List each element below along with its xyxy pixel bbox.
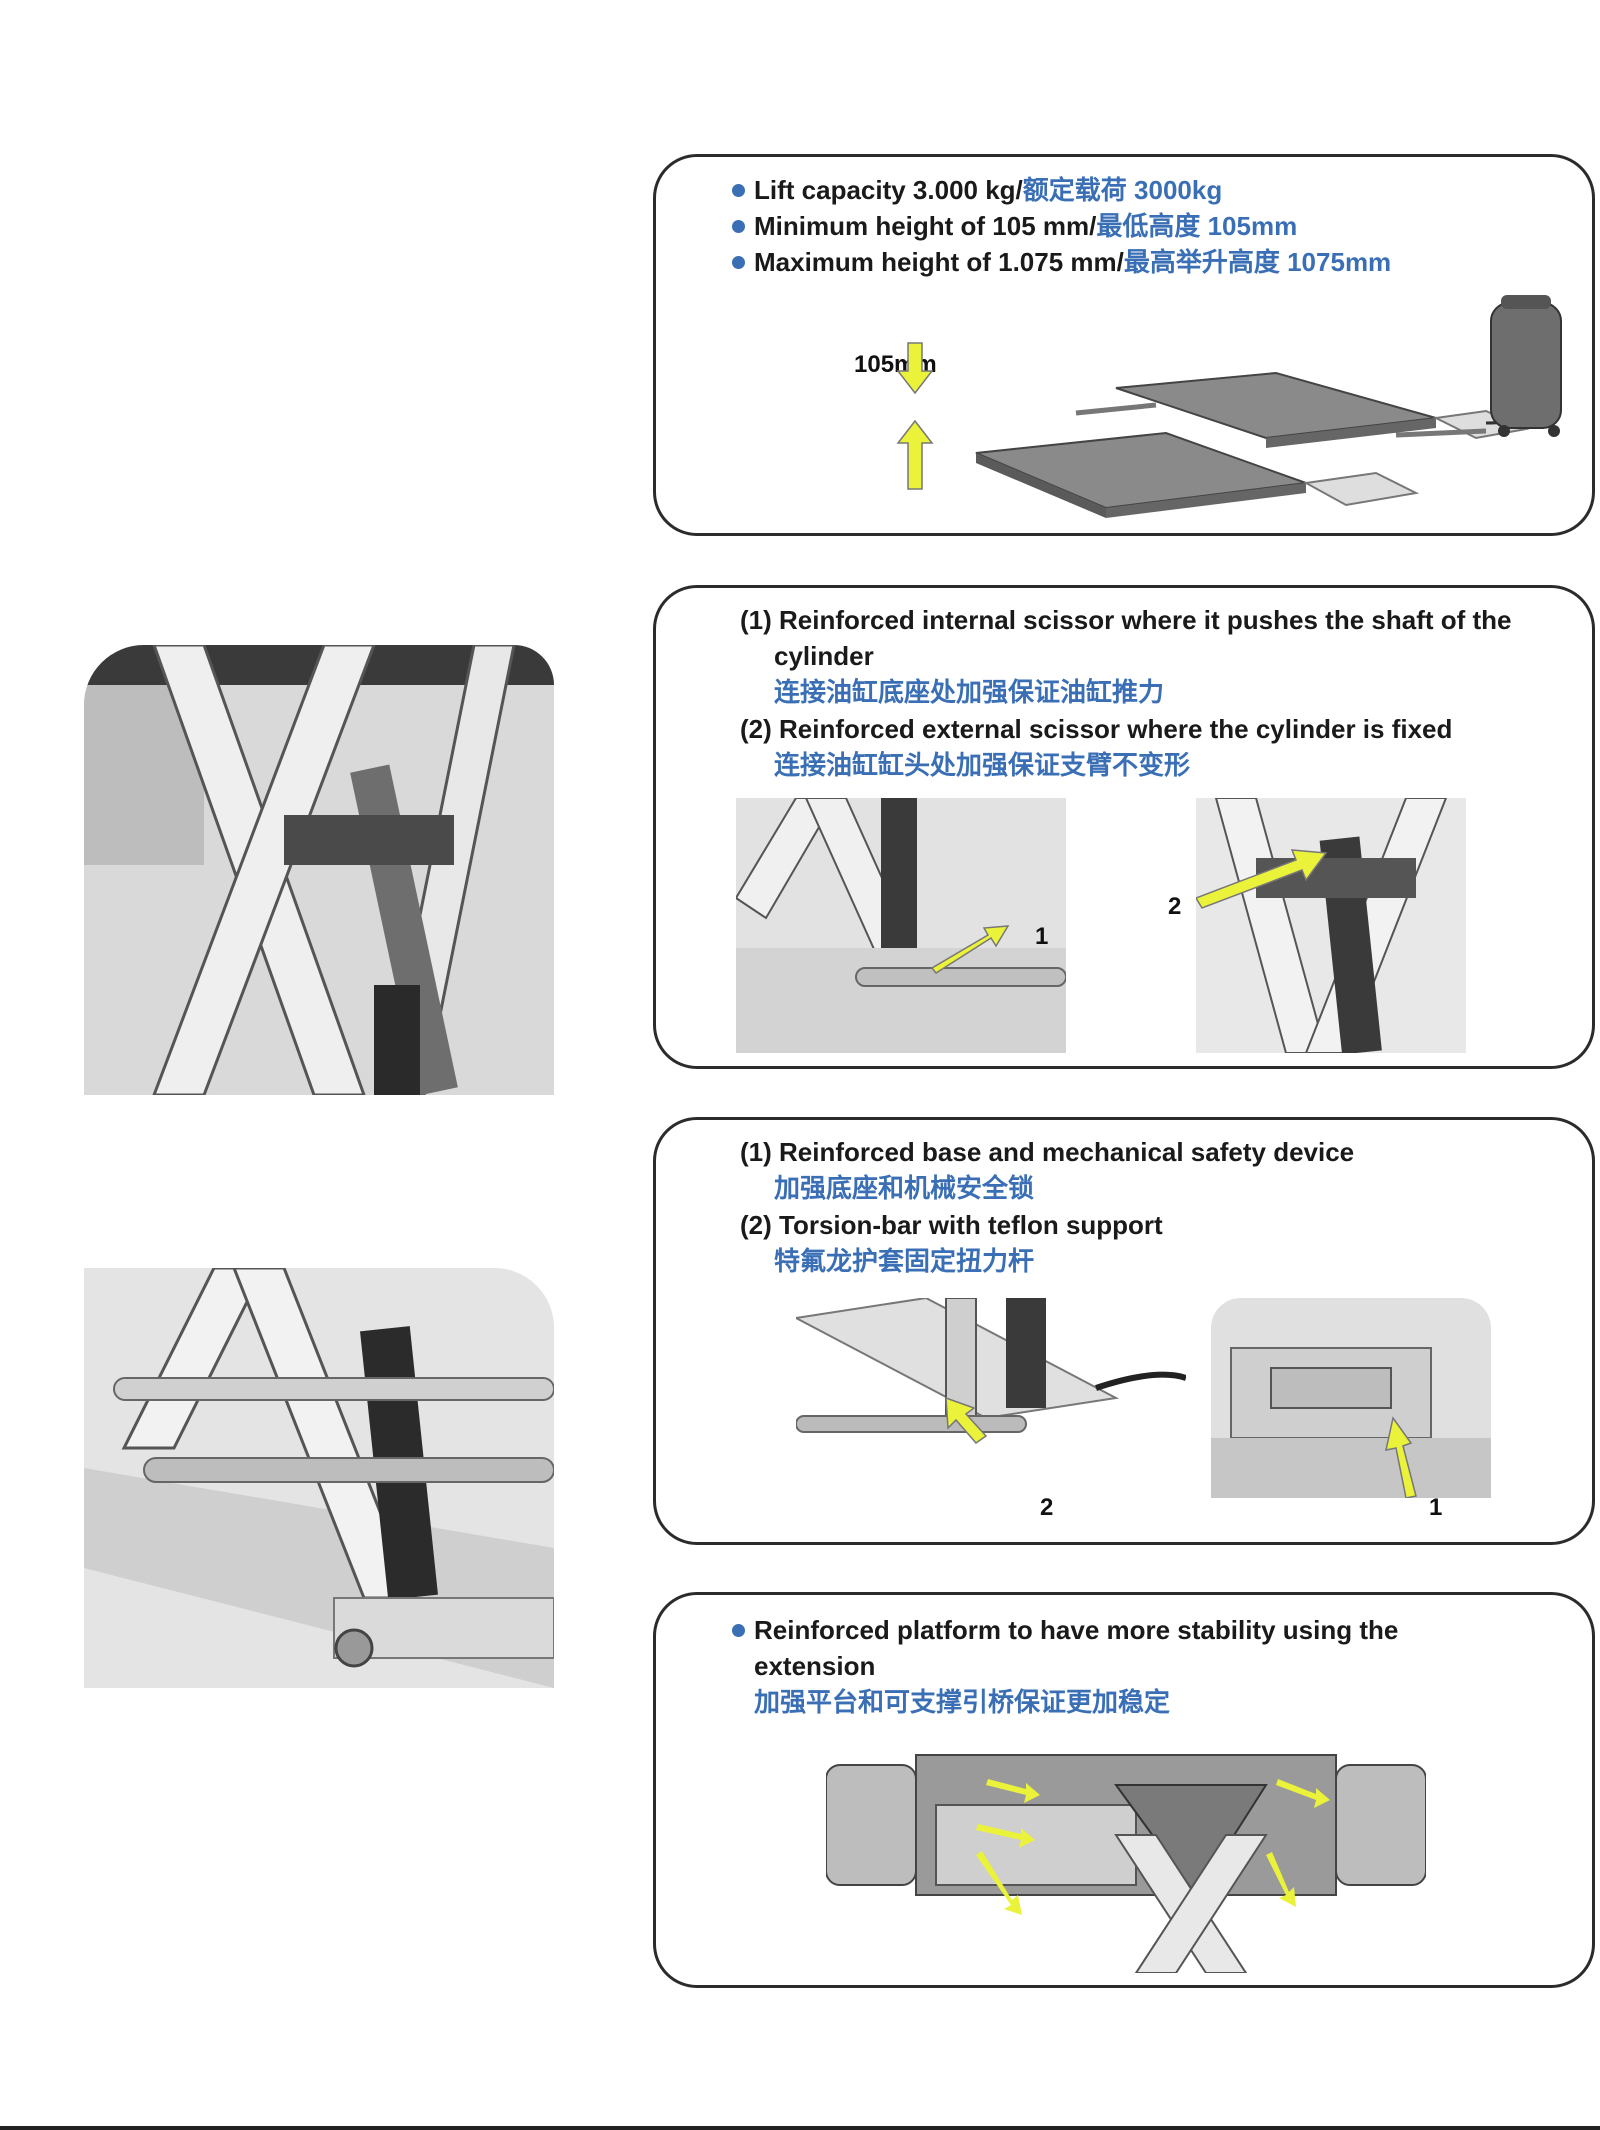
torsion-bar-photo xyxy=(796,1298,1186,1498)
item1-en: (1) Reinforced internal scissor where it… xyxy=(740,605,1512,635)
safety-device-photo xyxy=(1211,1298,1491,1498)
spec-en: Lift capacity 3.000 kg/ xyxy=(754,175,1023,205)
callout-arrow-icon xyxy=(930,925,1010,974)
lift-illustration xyxy=(896,295,1562,518)
spec-cn: 最低高度 105mm xyxy=(1096,211,1298,241)
callout-arrow-icon xyxy=(986,1779,1040,1803)
bottom-rule xyxy=(0,2126,1600,2130)
scissor-closeup-photo xyxy=(84,645,554,1095)
callout-arrow-icon xyxy=(945,1396,988,1445)
bullet-icon xyxy=(732,1624,745,1637)
capacity-panel: Lift capacity 3.000 kg/额定载荷 3000kg Minim… xyxy=(653,154,1595,536)
callout-arrow-icon xyxy=(1276,1779,1330,1808)
callout-arrow-icon xyxy=(976,1851,1022,1915)
base-closeup-photo xyxy=(84,1268,554,1688)
item2-en: (2) Torsion-bar with teflon support xyxy=(740,1210,1163,1240)
callout-arrow-icon xyxy=(1196,849,1328,909)
spec-en: Maximum height of 1.075 mm/ xyxy=(754,247,1124,277)
item1-cn: 加强底座和机械安全锁 xyxy=(774,1173,1035,1203)
callout-2: 2 xyxy=(1040,1494,1054,1521)
callout-arrow-icon xyxy=(1385,1416,1417,1498)
spec-line-max-height: Maximum height of 1.075 mm/最高举升高度 1075mm xyxy=(732,245,1391,279)
external-scissor-photo xyxy=(1196,798,1466,1053)
platform-line-2: extension xyxy=(754,1651,876,1681)
bullet-icon xyxy=(732,256,745,269)
bullet-icon xyxy=(732,220,745,233)
item2-cn: 特氟龙护套固定扭力杆 xyxy=(774,1246,1035,1276)
callout-2: 2 xyxy=(1168,893,1182,920)
spec-en: Minimum height of 105 mm/ xyxy=(754,211,1097,241)
platform-line-1-text: Reinforced platform to have more stabili… xyxy=(754,1615,1399,1645)
item2-en: (2) Reinforced external scissor where th… xyxy=(740,714,1453,744)
callout-1: 1 xyxy=(1429,1494,1443,1521)
scissor-panel: (1) Reinforced internal scissor where it… xyxy=(653,585,1595,1069)
arrow-up-icon xyxy=(896,419,934,490)
item2-cn: 连接油缸缸头处加强保证支臂不变形 xyxy=(774,750,1191,780)
callout-arrow-icon xyxy=(976,1824,1035,1848)
spec-line-min-height: Minimum height of 105 mm/最低高度 105mm xyxy=(732,209,1297,243)
arrow-down-icon xyxy=(896,342,934,395)
platform-underside-photo xyxy=(826,1745,1426,1973)
spec-line-capacity: Lift capacity 3.000 kg/额定载荷 3000kg xyxy=(732,173,1222,207)
callout-arrow-icon xyxy=(1266,1852,1296,1907)
base-panel: (1) Reinforced base and mechanical safet… xyxy=(653,1117,1595,1545)
platform-panel: Reinforced platform to have more stabili… xyxy=(653,1592,1595,1988)
spec-cn: 额定载荷 3000kg xyxy=(1022,175,1223,205)
platform-line-1: Reinforced platform to have more stabili… xyxy=(732,1613,1398,1647)
internal-scissor-photo xyxy=(736,798,1066,1053)
item1-en: (1) Reinforced base and mechanical safet… xyxy=(740,1137,1355,1167)
spec-cn: 最高举升高度 1075mm xyxy=(1123,247,1392,277)
platform-line-cn: 加强平台和可支撑引桥保证更加稳定 xyxy=(754,1687,1171,1717)
item1-en-cont: cylinder xyxy=(774,641,874,671)
callout-1: 1 xyxy=(1035,923,1049,950)
bullet-icon xyxy=(732,184,745,197)
item1-cn: 连接油缸底座处加强保证油缸推力 xyxy=(774,677,1165,707)
